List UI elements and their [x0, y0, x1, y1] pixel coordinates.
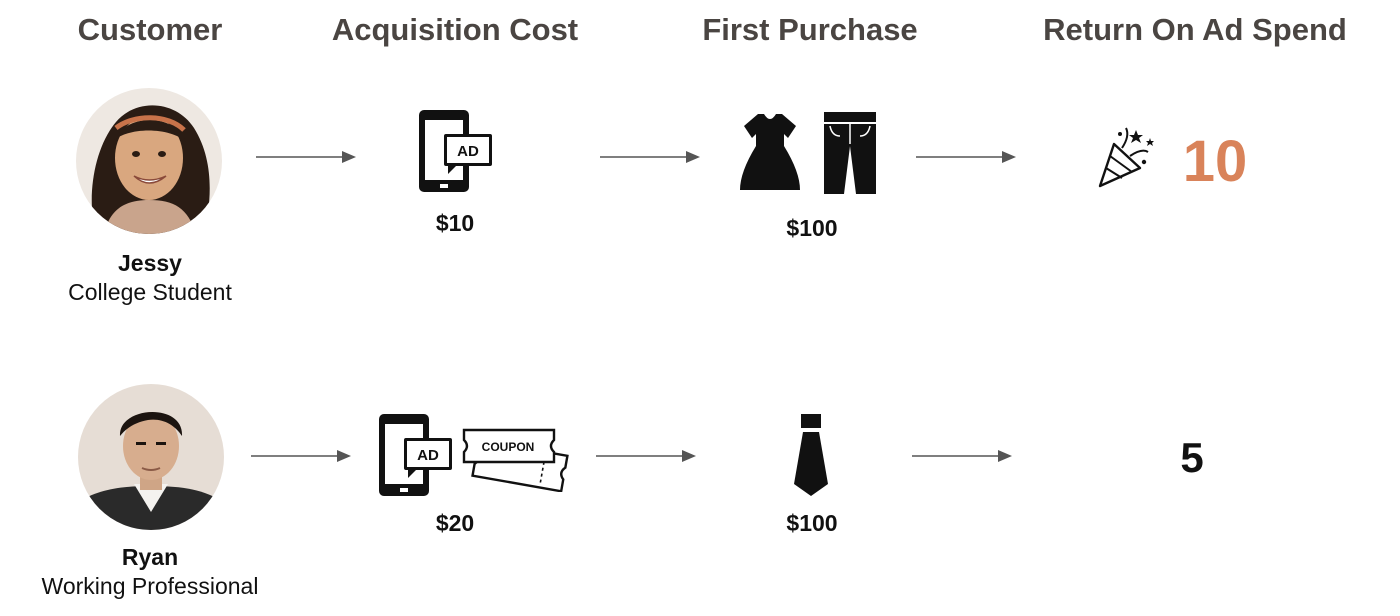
acquisition-cost-value: $10: [435, 210, 475, 236]
arrow-right: [912, 449, 1012, 463]
roas-value: 5: [1180, 434, 1204, 481]
customer-ryan: Ryan Working Professional: [20, 544, 280, 600]
first-purchase-value: $100: [786, 510, 838, 536]
arrow-right: [916, 150, 1016, 164]
header-acquisition-cost: Acquisition Cost: [331, 12, 579, 47]
customer-name: Ryan: [121, 544, 179, 570]
customer-role: College Student: [68, 279, 232, 305]
tie-icon: [792, 412, 830, 498]
coupon-icon: COUPON: [462, 420, 574, 492]
first-purchase-value: $100: [786, 215, 838, 241]
avatar-ryan: [78, 384, 224, 530]
customer-name: Jessy: [118, 250, 182, 276]
dress-icon: [740, 112, 800, 192]
party-popper-icon: [1096, 126, 1156, 190]
coupon-label: COUPON: [482, 440, 535, 454]
phone-ad-icon: AD: [418, 108, 494, 194]
avatar-jessy: [76, 88, 222, 234]
arrow-right: [600, 150, 700, 164]
roas-value: 10: [1182, 129, 1248, 194]
arrow-right: [596, 449, 696, 463]
header-first-purchase: First Purchase: [702, 12, 918, 47]
phone-ad-icon: AD: [378, 412, 454, 498]
header-customer: Customer: [77, 12, 223, 47]
customer-role: Working Professional: [41, 573, 259, 599]
arrow-right: [256, 150, 356, 164]
pants-icon: [822, 110, 878, 196]
header-roas: Return On Ad Spend: [1043, 12, 1347, 47]
ad-label: AD: [417, 447, 439, 464]
acquisition-cost-value: $20: [435, 510, 475, 536]
arrow-right: [251, 449, 351, 463]
customer-jessy: Jessy College Student: [20, 250, 280, 306]
ad-label: AD: [457, 143, 479, 160]
